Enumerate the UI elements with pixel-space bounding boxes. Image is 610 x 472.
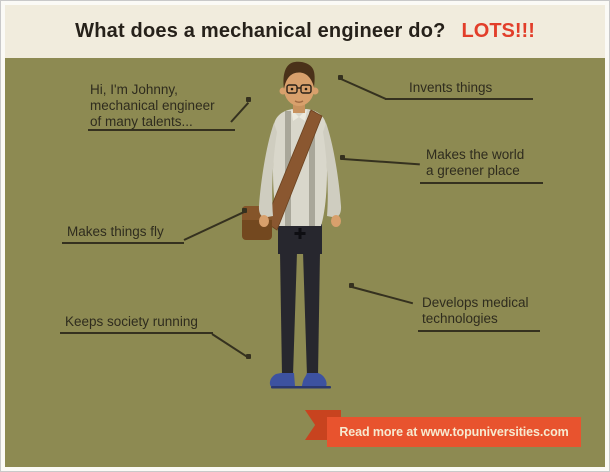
callout-greener: Makes the world a greener place: [426, 147, 525, 179]
title-highlight: LOTS!!!: [461, 20, 535, 42]
callout-invents: Invents things: [409, 80, 493, 95]
head: [279, 61, 319, 113]
glasses: [286, 84, 312, 94]
read-more-ribbon[interactable]: Read more at www.topuniversities.com: [327, 417, 581, 447]
connector-dot-society: [246, 354, 251, 359]
underline-medical: [418, 330, 540, 332]
callout-intro: Hi, I'm Johnny, mechanical engineer of m…: [90, 82, 215, 130]
hair: [283, 61, 315, 89]
belt-detail: [294, 228, 306, 239]
mouth: [294, 100, 304, 103]
page-title: What does a mechanical engineer do?: [75, 20, 446, 42]
header-band: What does a mechanical engineer do? LOTS…: [5, 5, 605, 58]
callout-fly: Makes things fly: [67, 224, 164, 239]
pants: [278, 224, 322, 376]
blue-sneakers: [269, 373, 331, 389]
connector-dot-greener: [340, 155, 345, 160]
underline-society: [60, 332, 213, 334]
underline-invents: [385, 98, 533, 100]
underline-fly: [62, 242, 184, 244]
underline-intro: [88, 129, 235, 131]
underline-greener: [420, 182, 543, 184]
right-hand: [331, 215, 341, 227]
suspender-right: [309, 111, 315, 226]
infographic-canvas: What does a mechanical engineer do? LOTS…: [5, 5, 605, 467]
ribbon-text: Read more at www.topuniversities.com: [339, 425, 569, 439]
connector-dot-invents: [338, 75, 343, 80]
engineer-character: [242, 61, 342, 389]
connector-dot-fly: [242, 208, 247, 213]
arms: [258, 123, 342, 227]
left-hand: [259, 215, 269, 227]
callout-medical: Develops medical technologies: [422, 295, 529, 327]
bag-strap: [264, 109, 323, 231]
callout-society: Keeps society running: [65, 314, 198, 329]
connector-dot-medical: [349, 283, 354, 288]
connector-dot-intro: [246, 97, 251, 102]
